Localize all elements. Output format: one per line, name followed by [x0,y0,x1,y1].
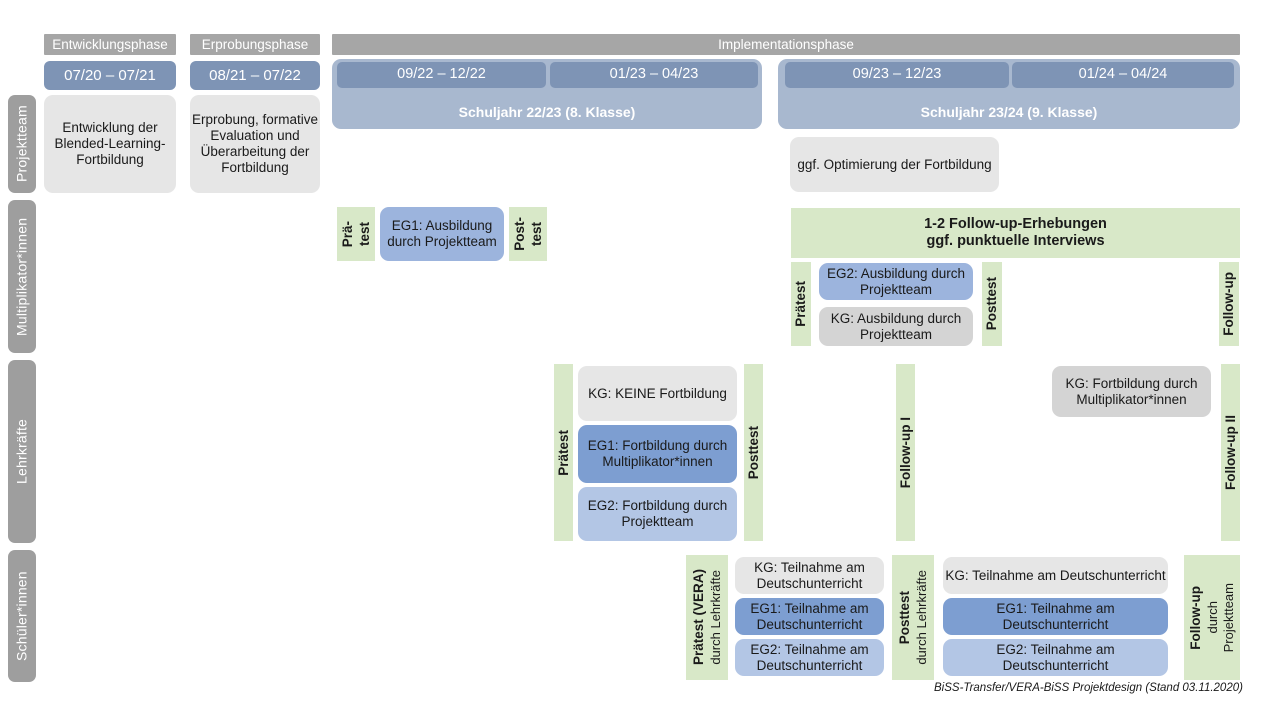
date-chip-label: 01/23 – 04/23 [609,66,699,83]
schueler-posttest-marker: Posttest durch Lehrkräfte [892,555,934,680]
box-label: Entwicklung der Blended-Learning-Fortbil… [54,120,166,167]
schueler-followup-marker: Follow-up durch Projektteam [1184,555,1240,680]
date-chip-0922-1222: 09/22 – 12/22 [337,62,546,88]
date-chip-label: 07/20 – 07/21 [64,66,156,84]
schueler-eg1-teilnahme-box-1: EG1: Teilnahme am Deutschunterricht [735,598,884,635]
followup-label: Follow-up II [1222,415,1238,490]
projektteam-erprobung-box: Erprobung, formative Evaluation und Über… [190,95,320,193]
box-label: EG1: Ausbildung durch Projektteam [387,218,497,249]
schueler-eg2-teilnahme-box-2: EG2: Teilnahme am Deutschunterricht [943,639,1168,676]
posttest-line1: Post- [511,217,527,251]
phase-header-erprobungsphase: Erprobungsphase [190,34,320,55]
date-chip-0124-0424: 01/24 – 04/24 [1012,62,1234,88]
role-label-text: Multiplikator*innen [13,217,30,336]
lehrkraefte-posttest-marker: Posttest [744,364,763,541]
box-label: Erprobung, formative Evaluation und Über… [191,112,319,175]
phase-header-entwicklungsphase: Entwicklungsphase [44,34,176,55]
role-label-schuelerinnen: Schüler*innen [8,550,36,682]
box-label: KG: Teilnahme am Deutschunterricht [945,567,1166,583]
box-label: KG: Teilnahme am Deutschunterricht [754,559,865,591]
lehrkraefte-followup1-marker: Follow-up I [896,364,915,541]
projektteam-optimierung-box: ggf. Optimierung der Fortbildung [790,137,999,192]
projektteam-entwicklung-box: Entwicklung der Blended-Learning-Fortbil… [44,95,176,193]
schuljahr-label: Schuljahr 23/24 (9. Klasse) [920,104,1098,121]
role-label-text: Lehrkräfte [13,418,30,485]
followup-band-line2: ggf. punktuelle Interviews [926,233,1105,249]
schueler-eg2-teilnahme-box-1: EG2: Teilnahme am Deutschunterricht [735,639,884,676]
box-label: EG1: Teilnahme am Deutschunterricht [750,600,869,632]
praetest-label: Prätest [793,281,809,327]
multiplikatoren-followup-marker: Follow-up [1219,262,1239,346]
followup-band-line1: 1-2 Follow-up-Erhebungen [924,215,1107,232]
schuljahr-label: Schuljahr 22/23 (8. Klasse) [458,104,636,121]
multiplikatoren-followup-band: 1-2 Follow-up-Erhebungen ggf. punktuelle… [791,208,1240,258]
date-chip-entwicklungsphase: 07/20 – 07/21 [44,61,176,90]
praetest-sub-label: durch Lehrkräfte [707,570,723,665]
posttest-sub-label: durch Lehrkräfte [913,570,929,665]
praetest-line1: Prä- [339,220,355,248]
lehrkraefte-followup2-marker: Follow-up II [1221,364,1240,541]
date-chip-erprobungsphase: 08/21 – 07/22 [190,61,320,90]
schueler-kg-teilnahme-box-1: KG: Teilnahme am Deutschunterricht [735,557,884,594]
followup-sub-label-1: durch [1204,601,1220,634]
multiplikatoren-eg2-ausbildung-box: EG2: Ausbildung durch Projektteam [819,263,973,300]
lehrkraefte-eg1-fortbildung-box: EG1: Fortbildung durch Multiplikator*inn… [578,425,737,483]
role-label-lehrkraefte: Lehrkräfte [8,360,36,543]
date-chip-label: 09/22 – 12/22 [397,66,486,83]
box-label: EG2: Fortbildung durch Projektteam [587,498,728,529]
box-label: EG1: Teilnahme am Deutschunterricht [996,600,1115,632]
lehrkraefte-eg2-fortbildung-box: EG2: Fortbildung durch Projektteam [578,487,737,541]
praetest-label: Prätest [555,429,571,476]
box-label: EG2: Teilnahme am Deutschunterricht [750,641,869,673]
schueler-kg-teilnahme-box-2: KG: Teilnahme am Deutschunterricht [943,557,1168,594]
box-label: EG1: Fortbildung durch Multiplikator*inn… [587,438,728,469]
box-label: KG: Fortbildung durch Multiplikator*inne… [1065,375,1198,407]
role-label-projektteam: Projektteam [8,95,36,193]
multiplikatoren-posttest-marker: Post- test [509,207,547,261]
date-chip-label: 09/23 – 12/23 [852,66,942,83]
lehrkraefte-kg-fortbildung-box: KG: Fortbildung durch Multiplikator*inne… [1052,366,1211,417]
box-label: EG2: Ausbildung durch Projektteam [826,265,966,297]
posttest-label: Posttest [745,425,761,480]
followup-main-label: Follow-up [1187,585,1203,650]
role-label-text: Schüler*innen [13,571,30,661]
role-label-multiplikatorinnen: Multiplikator*innen [8,200,36,353]
praetest-line2: test [356,221,372,246]
date-chip-label: 08/21 – 07/22 [209,66,301,84]
schueler-praetest-marker: Prätest (VERA) durch Lehrkräfte [686,555,728,680]
praetest-main-label: Prätest (VERA) [690,569,706,666]
box-label: ggf. Optimierung der Fortbildung [797,156,992,172]
phase-header-label: Erprobungsphase [201,36,309,52]
role-label-text: Projektteam [13,105,30,183]
phase-header-label: Implementationsphase [718,36,854,52]
footer-source-note: BiSS-Transfer/VERA-BiSS Projektdesign (S… [934,682,1243,694]
posttest-main-label: Posttest [896,590,912,645]
multiplikatoren-praetest2-marker: Prätest [791,262,811,346]
followup-sub-label-2: Projektteam [1220,582,1236,653]
followup-label: Follow-up [1221,272,1237,336]
multiplikatoren-praetest-marker: Prä- test [337,207,375,261]
posttest-label: Posttest [984,277,1000,331]
date-chip-0923-1223: 09/23 – 12/23 [785,62,1009,88]
phase-header-implementationsphase: Implementationsphase [332,34,1240,55]
multiplikatoren-eg1-ausbildung-box: EG1: Ausbildung durch Projektteam [380,207,504,261]
lehrkraefte-kg-keine-box: KG: KEINE Fortbildung [578,366,737,421]
box-label: KG: KEINE Fortbildung [588,385,727,401]
schueler-eg1-teilnahme-box-2: EG1: Teilnahme am Deutschunterricht [943,598,1168,635]
date-chip-0123-0423: 01/23 – 04/23 [550,62,758,88]
multiplikatoren-posttest2-marker: Posttest [982,262,1002,346]
date-chip-label: 01/24 – 04/24 [1078,66,1168,83]
box-label: KG: Ausbildung durch Projektteam [830,310,962,342]
phase-header-label: Entwicklungsphase [52,36,168,52]
followup-label: Follow-up I [897,416,913,489]
lehrkraefte-praetest-marker: Prätest [554,364,573,541]
multiplikatoren-kg-ausbildung-box: KG: Ausbildung durch Projektteam [819,307,973,346]
box-label: EG2: Teilnahme am Deutschunterricht [996,641,1115,673]
posttest-line2: test [528,221,544,246]
